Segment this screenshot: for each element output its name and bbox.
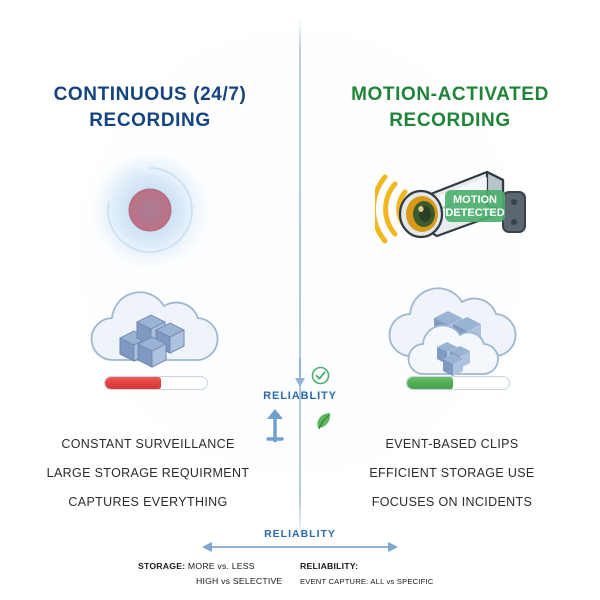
leaf-icon	[317, 413, 331, 430]
left-storage-bar	[104, 376, 208, 390]
badge-line1: MOTION	[453, 194, 497, 206]
security-camera-glyph: MOTION DETECTED	[370, 170, 526, 244]
legend-storage-key: STORAGE:	[138, 561, 186, 571]
motion-detected-badge: MOTION DETECTED	[445, 190, 505, 222]
right-column-title: MOTION-ACTIVATED RECORDING	[310, 82, 590, 134]
list-item: EVENT-BASED CLIPS	[385, 437, 519, 451]
right-title-line1: MOTION-ACTIVATED	[351, 84, 549, 105]
left-feature-list: CONSTANT SURVEILLANCE LARGE STORAGE REQU…	[8, 430, 288, 517]
legend-reliability-key: RELIABILITY:	[300, 561, 359, 571]
list-item: EFFICIENT STORAGE USE	[369, 466, 535, 480]
legend-reliability-row1: RELIABILITY:	[300, 559, 433, 574]
security-camera-icon: MOTION DETECTED	[370, 150, 540, 260]
list-item: LARGE STORAGE REQUIRMENT	[46, 466, 250, 480]
cloud-storage-full-icon	[80, 282, 230, 382]
legend-reliability-row2: EVENT CAPTURE: ALL vs SPECIFIC	[300, 574, 433, 589]
right-storage-bar	[406, 376, 510, 390]
badge-line2: DETECTED	[445, 207, 504, 219]
list-item: CAPTURES EVERYTHING	[68, 495, 228, 509]
double-headed-arrow-icon	[202, 542, 398, 552]
left-storage-bar-fill	[105, 377, 162, 389]
left-cloud-glyph	[90, 291, 219, 368]
right-cloud-glyph	[388, 287, 517, 376]
arrow-down-icon	[295, 358, 305, 387]
center-divider	[299, 18, 301, 540]
cloud-storage-partial-icon	[380, 282, 530, 382]
legend-storage-value2: HIGH vs SELECTIVE	[196, 576, 283, 586]
data-blocks-small-icon	[437, 342, 470, 376]
legend-storage-value: MORE vs. LESS	[187, 561, 255, 571]
left-column-title: CONTINUOUS (24/7) RECORDING	[10, 82, 290, 134]
left-title-line1: CONTINUOUS (24/7)	[53, 84, 247, 105]
bottom-reliability-label: RELIABLITY	[264, 528, 336, 540]
record-loop-icon	[88, 152, 212, 268]
legend-storage-row2: HIGH vs SELECTIVE	[138, 574, 282, 589]
legend-reliability-value: EVENT CAPTURE: ALL vs SPECIFIC	[300, 577, 434, 586]
record-icon-glow	[92, 154, 208, 266]
arrow-up-icon	[266, 409, 284, 442]
list-item: FOCUSES ON INCIDENTS	[371, 495, 533, 509]
left-title-line2: RECORDING	[89, 110, 211, 131]
list-item: CONSTANT SURVEILLANCE	[61, 437, 235, 451]
camera-lens-icon	[398, 189, 444, 239]
right-title-line2: RECORDING	[389, 110, 511, 131]
legend-storage: STORAGE: MORE vs. LESS HIGH vs SELECTIVE	[138, 559, 282, 589]
check-circle-icon	[311, 366, 330, 385]
data-blocks-icon	[119, 314, 185, 368]
legend-reliability: RELIABILITY: EVENT CAPTURE: ALL vs SPECI…	[300, 559, 433, 589]
legend-storage-row1: STORAGE: MORE vs. LESS	[138, 559, 282, 574]
right-feature-list: EVENT-BASED CLIPS EFFICIENT STORAGE USE …	[312, 430, 592, 517]
right-storage-bar-fill	[407, 377, 453, 389]
center-reliability-label: RELIABLITY	[263, 390, 337, 402]
